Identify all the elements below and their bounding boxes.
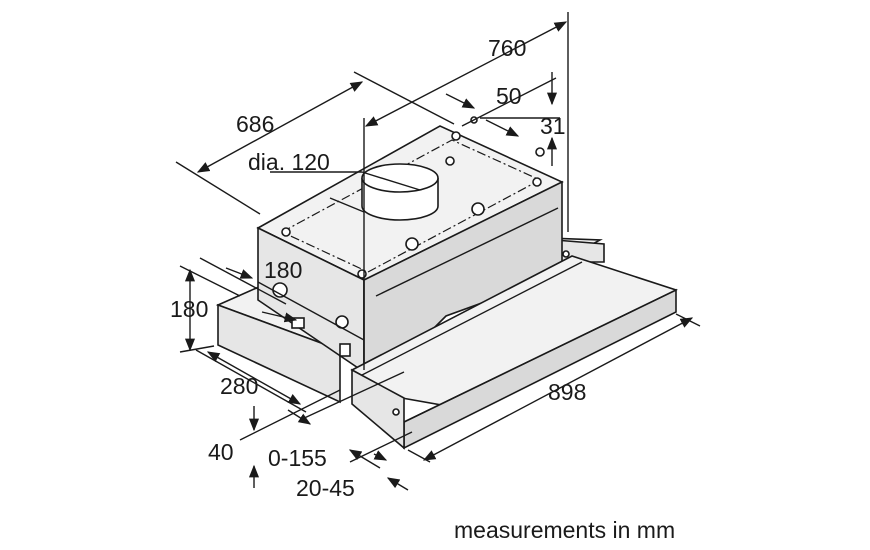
dimension-20-45: 20-45	[296, 475, 355, 501]
slide-knob	[562, 250, 570, 258]
side-bracket	[291, 317, 305, 329]
mount-hole	[451, 131, 461, 141]
dimension-duct-diameter: dia. 120	[248, 149, 330, 175]
dimension-686: 686	[236, 111, 274, 137]
dimension-lines	[175, 12, 701, 491]
mount-hole	[405, 237, 419, 251]
mount-hole	[445, 156, 455, 166]
dimension-760: 760	[488, 35, 526, 61]
units-caption: measurements in mm	[454, 517, 675, 543]
dimension-180-left: 180	[170, 296, 208, 322]
dimension-180-inner: 180	[264, 257, 302, 283]
side-hole	[272, 282, 288, 298]
dimension-280: 280	[220, 373, 258, 399]
dimension-0-155: 0-155	[268, 445, 327, 471]
dimension-31: 31	[540, 113, 566, 139]
mount-hole	[281, 227, 291, 237]
dimension-40: 40	[208, 439, 234, 465]
mount-hole	[532, 177, 542, 187]
mount-hole	[535, 147, 545, 157]
mount-hole	[357, 269, 367, 279]
dimension-50: 50	[496, 83, 522, 109]
slide-knob	[392, 408, 400, 416]
dimension-898: 898	[548, 379, 586, 405]
mount-hole	[471, 202, 485, 216]
side-bracket	[339, 343, 351, 357]
duct-collar-rim	[361, 163, 439, 193]
